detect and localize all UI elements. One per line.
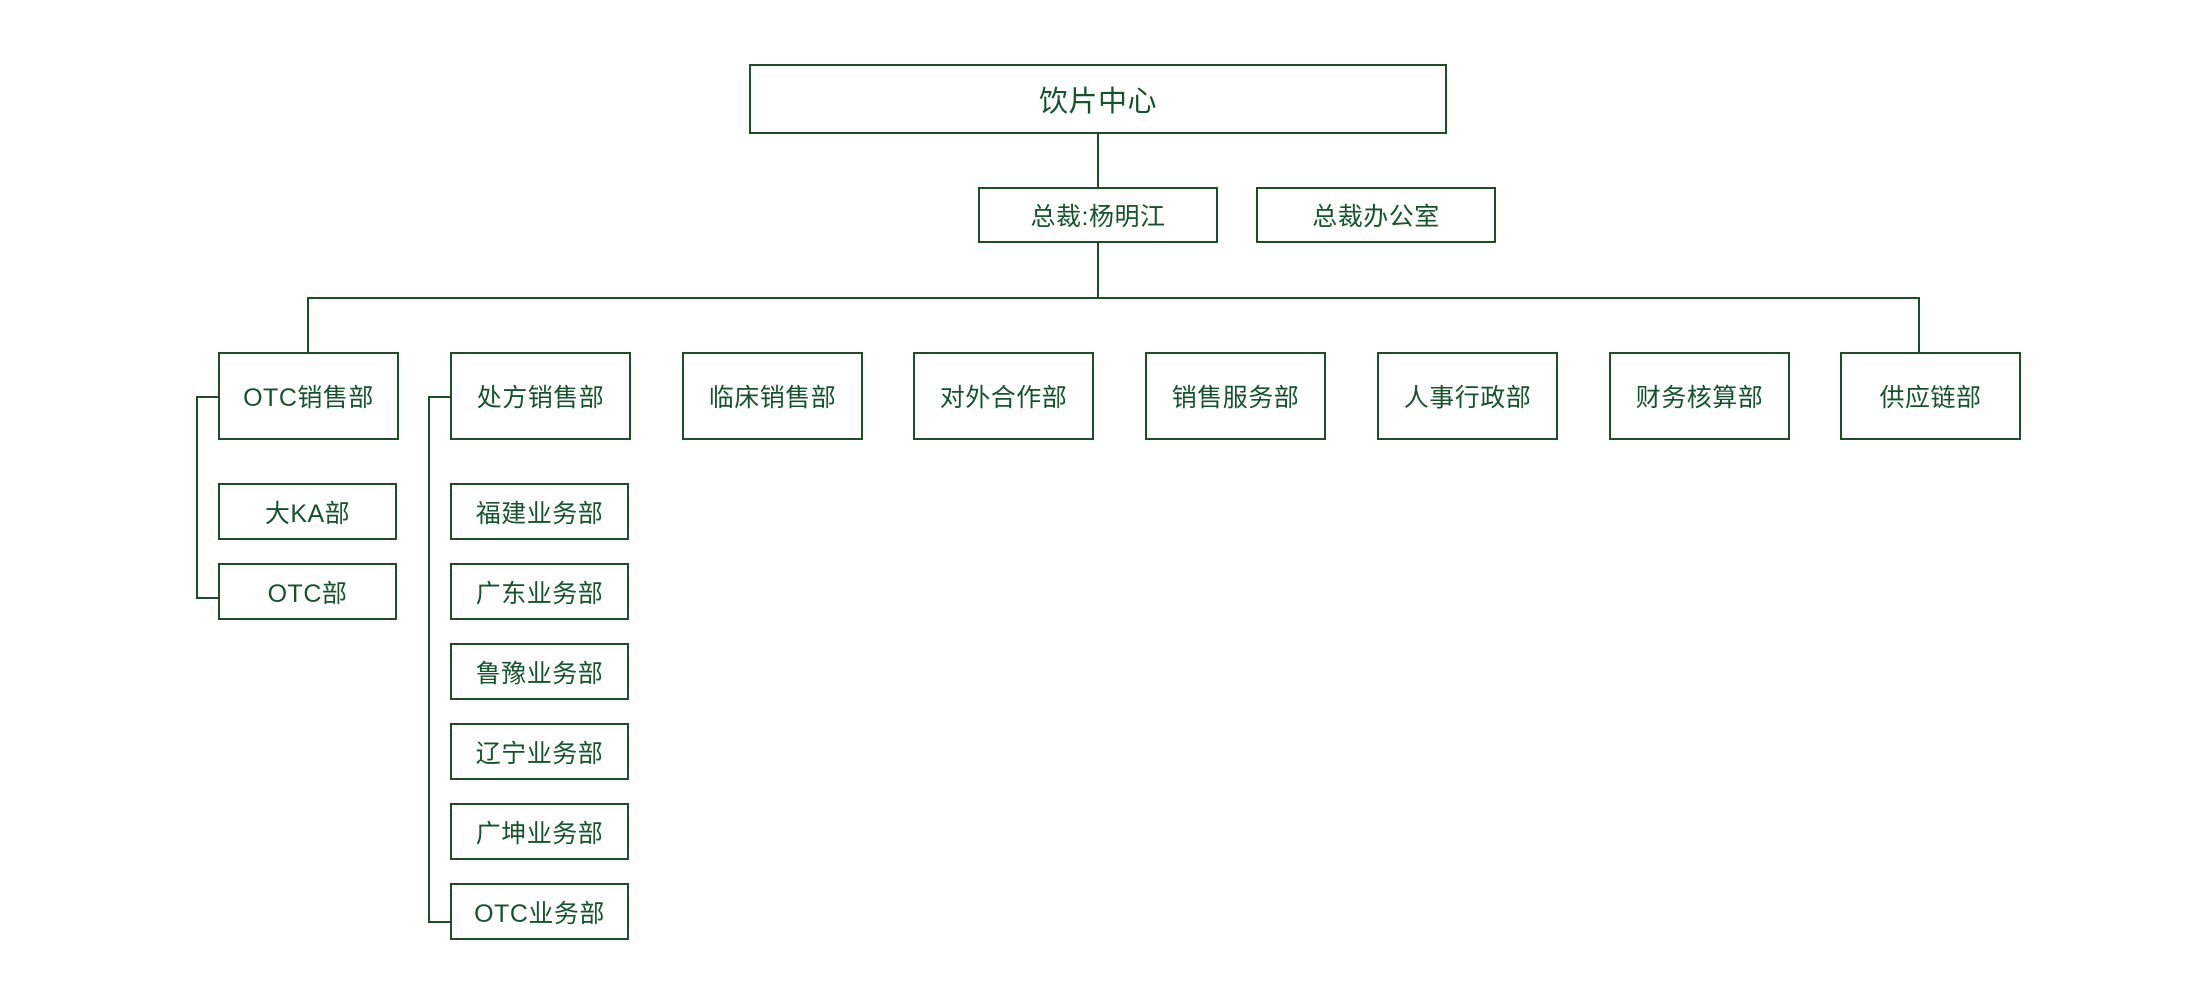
node-sub-big-ka[interactable]: 大KA部 bbox=[218, 483, 397, 540]
node-department-external-cooperation[interactable]: 对外合作部 bbox=[913, 352, 1094, 440]
node-label: 辽宁业务部 bbox=[475, 739, 604, 768]
node-president[interactable]: 总裁:杨明江 bbox=[978, 187, 1218, 243]
node-sub-luyu[interactable]: 鲁豫业务部 bbox=[450, 643, 629, 700]
node-sub-fujian[interactable]: 福建业务部 bbox=[450, 483, 629, 540]
connector-department-bus bbox=[307, 297, 1920, 299]
node-label: OTC部 bbox=[267, 579, 348, 608]
node-label: 临床销售部 bbox=[708, 384, 837, 412]
node-department-clinical-sales[interactable]: 临床销售部 bbox=[682, 352, 863, 440]
connector-prescription-stub-in bbox=[428, 396, 452, 398]
node-root-center[interactable]: 饮片中心 bbox=[749, 64, 1447, 134]
node-label: 大KA部 bbox=[264, 499, 351, 528]
connector-prescription-trunk bbox=[428, 396, 430, 923]
node-sub-otc[interactable]: OTC部 bbox=[218, 563, 397, 620]
node-department-prescription-sales[interactable]: 处方销售部 bbox=[450, 352, 631, 440]
connector-otc-sales-stub-last bbox=[196, 597, 220, 599]
connector-otc-sales-trunk bbox=[196, 396, 198, 599]
node-label: 饮片中心 bbox=[1038, 86, 1157, 118]
node-label: 供应链部 bbox=[1879, 384, 1982, 412]
node-president-office[interactable]: 总裁办公室 bbox=[1256, 187, 1496, 243]
node-label: OTC业务部 bbox=[474, 899, 605, 928]
connector-root-to-president bbox=[1097, 134, 1099, 187]
node-label: 对外合作部 bbox=[939, 384, 1068, 412]
node-sub-guangkun[interactable]: 广坤业务部 bbox=[450, 803, 629, 860]
node-department-finance-accounting[interactable]: 财务核算部 bbox=[1609, 352, 1790, 440]
node-department-hr-admin[interactable]: 人事行政部 bbox=[1377, 352, 1558, 440]
connector-president-to-bus bbox=[1097, 243, 1099, 299]
node-label: OTC销售部 bbox=[243, 384, 374, 412]
node-label: 财务核算部 bbox=[1635, 384, 1764, 412]
node-label: 广坤业务部 bbox=[475, 819, 604, 848]
node-sub-guangdong[interactable]: 广东业务部 bbox=[450, 563, 629, 620]
node-label: 销售服务部 bbox=[1171, 384, 1300, 412]
node-label: 人事行政部 bbox=[1403, 384, 1532, 412]
node-department-otc-sales[interactable]: OTC销售部 bbox=[218, 352, 399, 440]
node-label: 处方销售部 bbox=[476, 384, 605, 412]
connector-otc-sales-stub-in bbox=[196, 396, 220, 398]
node-label: 总裁:杨明江 bbox=[1030, 203, 1166, 231]
node-label: 广东业务部 bbox=[475, 579, 604, 608]
node-label: 福建业务部 bbox=[475, 499, 604, 528]
node-label: 鲁豫业务部 bbox=[475, 659, 604, 688]
node-sub-otc-business[interactable]: OTC业务部 bbox=[450, 883, 629, 940]
node-department-supply-chain[interactable]: 供应链部 bbox=[1840, 352, 2021, 440]
connector-prescription-stub-last bbox=[428, 921, 452, 923]
node-sub-liaoning[interactable]: 辽宁业务部 bbox=[450, 723, 629, 780]
node-department-sales-service[interactable]: 销售服务部 bbox=[1145, 352, 1326, 440]
connector-bus-drop-right bbox=[1918, 297, 1920, 352]
node-label: 总裁办公室 bbox=[1312, 203, 1440, 231]
connector-bus-drop-left bbox=[307, 297, 309, 352]
